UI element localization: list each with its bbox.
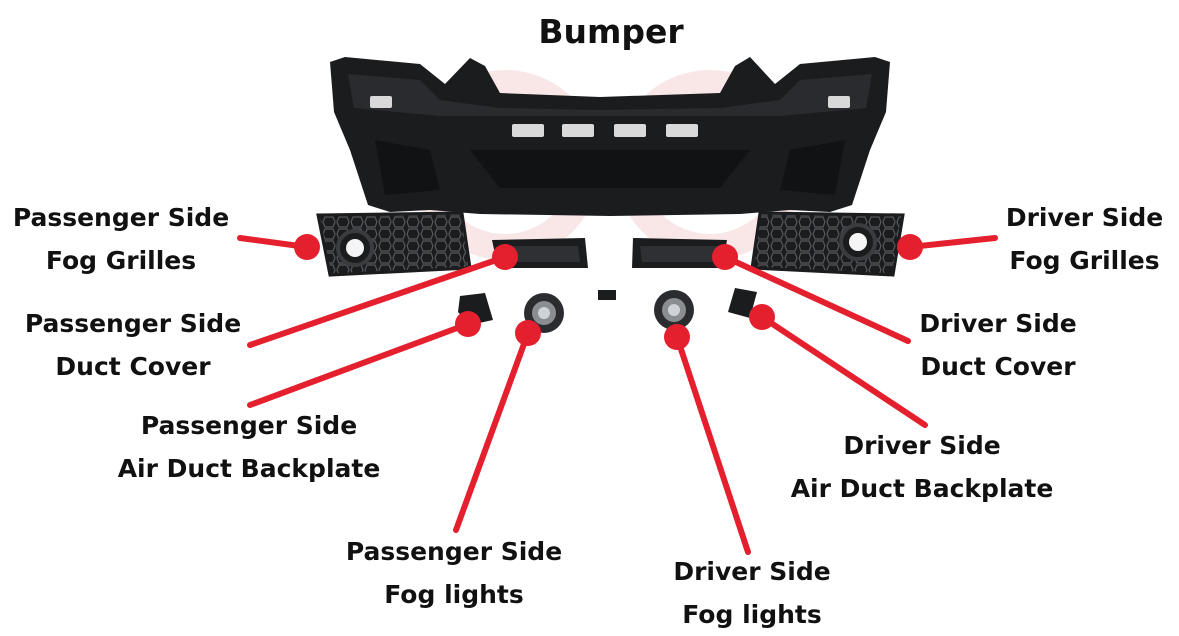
label-passenger-fog-grilles: Passenger Side Fog Grilles: [0, 196, 242, 282]
leader-dots: [294, 234, 923, 350]
driver-duct-cover: [632, 238, 727, 268]
leader-passenger-fog-lights: [453, 330, 531, 533]
label-line: Fog lights: [384, 580, 524, 609]
passenger-fog-grille: [316, 211, 472, 277]
label-line: Driver Side: [1005, 203, 1164, 232]
bumper-cover: [330, 57, 890, 216]
dot-driver-fog-lights: [664, 324, 690, 350]
label-line: Duct Cover: [920, 352, 1076, 381]
label-line: Fog Grilles: [45, 246, 197, 275]
leader-driver-fog-grilles: [907, 235, 998, 250]
label-line: Fog Grilles: [1009, 246, 1160, 275]
driver-fog-grille: [750, 211, 905, 277]
dot-driver-duct-cover: [712, 244, 738, 270]
label-line: Driver Side: [843, 431, 1001, 460]
dot-driver-air-duct-backplate: [749, 304, 775, 330]
dot-driver-fog-grilles: [897, 234, 923, 260]
label-line: Fog lights: [682, 600, 822, 629]
driver-air-duct-backplate: [728, 288, 757, 318]
label-line: Passenger Side: [345, 537, 563, 566]
dot-passenger-fog-lights: [515, 320, 541, 346]
dot-passenger-air-duct-backplate: [455, 311, 481, 337]
label-passenger-air-duct-backplate: Passenger Side Air Duct Backplate: [93, 404, 405, 490]
label-line: Passenger Side: [12, 203, 230, 232]
driver-fog-light: [654, 290, 694, 330]
label-line: Passenger Side: [24, 309, 242, 338]
leader-driver-duct-cover: [722, 254, 911, 344]
leader-passenger-air-duct-backplate: [247, 321, 471, 408]
leader-driver-fog-lights: [674, 334, 751, 555]
label-driver-fog-grilles: Driver Side Fog Grilles: [990, 196, 1179, 282]
label-driver-duct-cover: Driver Side Duct Cover: [898, 302, 1098, 388]
leader-lines: [237, 235, 998, 555]
label-passenger-fog-lights: Passenger Side Fog lights: [329, 530, 579, 616]
dot-passenger-fog-grilles: [294, 234, 320, 260]
label-line: Duct Cover: [55, 352, 211, 381]
label-passenger-duct-cover: Passenger Side Duct Cover: [8, 302, 258, 388]
dot-passenger-duct-cover: [492, 244, 518, 270]
leader-passenger-duct-cover: [247, 254, 508, 348]
center-clip: [598, 290, 616, 300]
diagram-title: Bumper: [538, 12, 684, 51]
label-driver-fog-lights: Driver Side Fog lights: [652, 550, 852, 636]
label-line: Driver Side: [919, 309, 1077, 338]
label-driver-air-duct-backplate: Driver Side Air Duct Backplate: [766, 424, 1078, 510]
label-line: Air Duct Backplate: [790, 474, 1054, 503]
label-line: Air Duct Backplate: [117, 454, 381, 483]
leader-driver-air-duct-backplate: [759, 314, 928, 428]
label-line: Passenger Side: [140, 411, 358, 440]
label-line: Driver Side: [673, 557, 831, 586]
